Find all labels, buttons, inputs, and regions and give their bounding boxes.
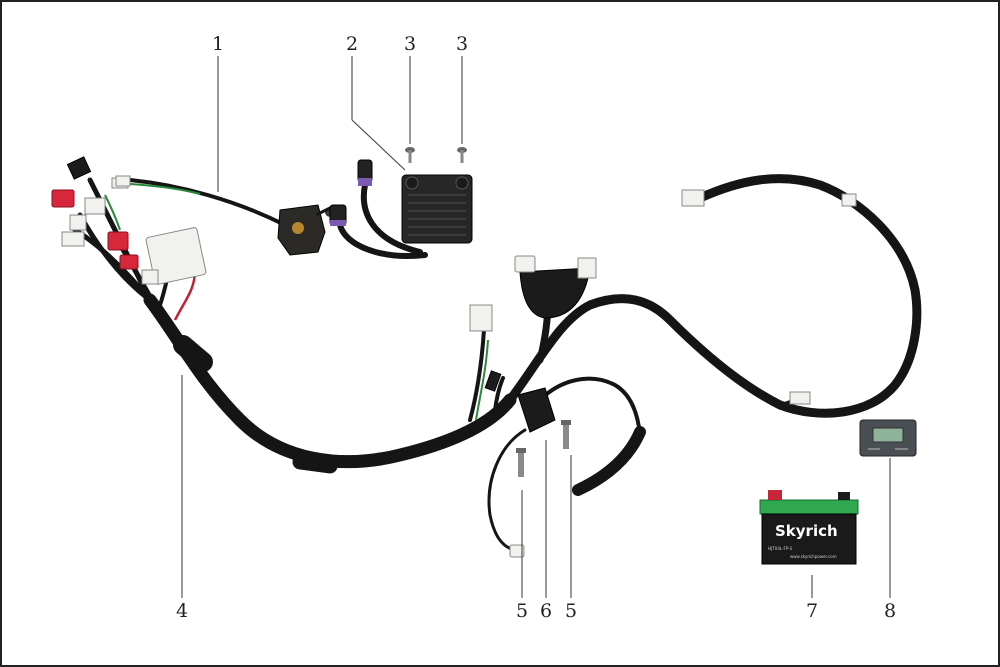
callout-3-right: 3	[456, 33, 468, 55]
callout-8: 8	[884, 600, 896, 622]
bolt-right	[561, 420, 571, 449]
battery-model-label: HJTX4L-FP-S	[768, 546, 793, 551]
callout-3-left: 3	[404, 33, 416, 55]
starter-relay	[115, 175, 336, 256]
callout-5-right: 5	[565, 600, 577, 622]
regulator-rectifier	[329, 159, 473, 259]
bolt-left	[516, 448, 526, 477]
leader-lines	[181, 56, 891, 598]
callout-labels: 1 2 3 3 4 5 6 5 7 8	[176, 33, 896, 622]
callout-2: 2	[346, 33, 358, 55]
callout-5-left: 5	[516, 600, 528, 622]
callout-6: 6	[540, 600, 552, 622]
callout-1: 1	[212, 33, 224, 55]
battery: Skyrich HJTX4L-FP-S www.skyrichpower.com	[759, 490, 859, 565]
screw-right	[457, 147, 467, 163]
wiring-harness	[51, 156, 922, 474]
battery-brand-label: Skyrich	[775, 522, 838, 540]
callout-7: 7	[806, 600, 818, 622]
callout-4: 4	[176, 600, 188, 622]
battery-website-label: www.skyrichpower.com	[790, 554, 837, 559]
screw-left	[405, 147, 415, 163]
ignition-coil	[487, 376, 646, 558]
hour-meter	[859, 419, 917, 457]
